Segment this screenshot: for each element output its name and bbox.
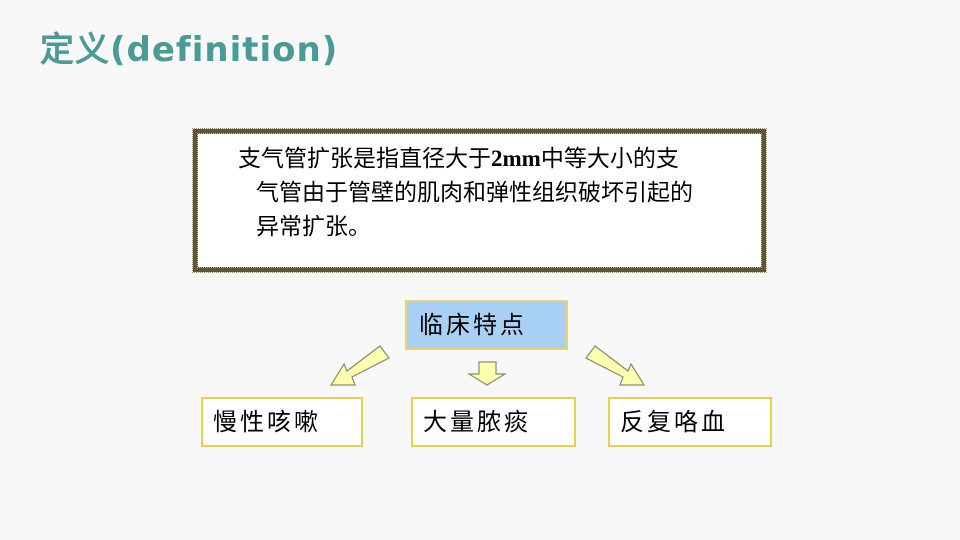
arrow-down (466, 361, 508, 386)
definition-line-1: 支气管扩张是指直径大于2mm中等大小的支 (238, 142, 758, 176)
slide-title: 定义(definition) (40, 30, 339, 70)
arrow-right (585, 345, 646, 386)
feature-chronic-cough: 慢性咳嗽 (201, 397, 363, 447)
clinical-features-box: 临床特点 (405, 300, 568, 350)
definition-line-3: 异常扩张。 (256, 214, 371, 240)
definition-line-2: 气管由于管壁的肌肉和弹性组织破坏引起的 (256, 180, 693, 206)
feature-purulent-sputum: 大量脓痰 (411, 397, 576, 447)
definition-line-1-post: 中等大小的支 (540, 146, 679, 172)
feature-hemoptysis: 反复咯血 (608, 397, 772, 447)
definition-size-value: 2mm (491, 146, 541, 171)
definition-box: 支气管扩张是指直径大于2mm中等大小的支 气管由于管壁的肌肉和弹性组织破坏引起的… (192, 128, 767, 273)
definition-text: 支气管扩张是指直径大于2mm中等大小的支 气管由于管壁的肌肉和弹性组织破坏引起的… (238, 142, 758, 244)
arrow-left (329, 345, 390, 386)
definition-line-1-pre: 支气管扩张是指直径大于 (238, 146, 491, 172)
